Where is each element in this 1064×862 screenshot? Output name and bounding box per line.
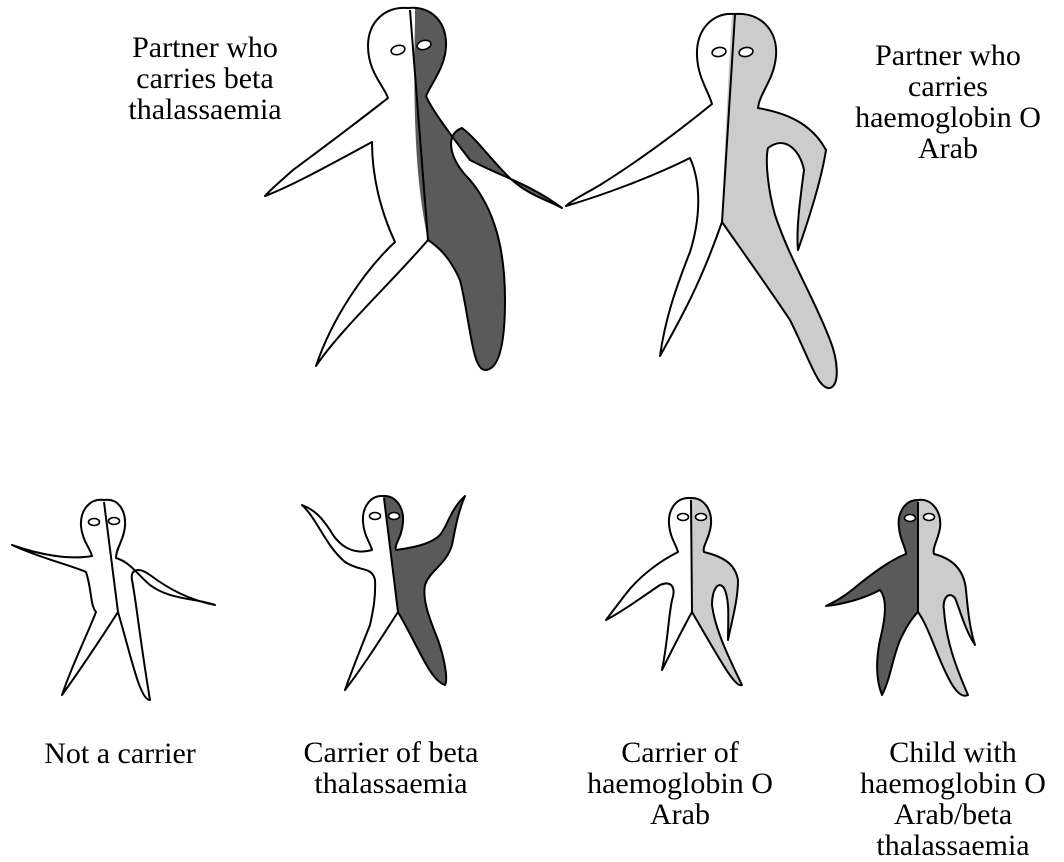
parent-2-label: Partner who carries haemoglobin O Arab [838, 40, 1058, 164]
child-3-label-line: haemoglobin O [570, 768, 790, 799]
parent-figure-beta-thalassaemia [265, 8, 562, 370]
child-4-label-line: Child with [842, 737, 1064, 768]
child-2-label: Carrier of beta thalassaemia [286, 737, 496, 799]
child-figure-beta-carrier [302, 496, 465, 690]
child-4-label-line: Arab/beta [842, 799, 1064, 830]
child-1-label-line: Not a carrier [20, 738, 220, 769]
child-4-label-line: haemoglobin O [842, 768, 1064, 799]
parent-1-label: Partner who carries beta thalassaemia [110, 32, 300, 125]
child-3-label-line: Arab [570, 799, 790, 830]
parent-1-label-line: thalassaemia [110, 94, 300, 125]
child-1-label: Not a carrier [20, 738, 220, 769]
child-figure-o-arab-carrier [606, 498, 742, 685]
child-4-label-line: thalassaemia [842, 830, 1064, 861]
parent-1-right-half [408, 8, 562, 370]
child-figure-o-arab-beta [826, 500, 975, 696]
child-2-label-line: Carrier of beta [286, 737, 496, 768]
parent-2-right-half [722, 14, 837, 388]
child-3-label-line: Carrier of [570, 737, 790, 768]
child-3-left-half [606, 498, 692, 670]
parent-2-left-half [566, 14, 735, 356]
parent-1-label-line: carries beta [110, 63, 300, 94]
parent-figure-haemoglobin-o-arab [566, 14, 837, 388]
child-1-left-half [12, 500, 118, 695]
parent-2-label-line: Partner who [838, 40, 1058, 71]
parent-2-label-line: Arab [838, 133, 1058, 164]
parent-2-label-line: carries [838, 71, 1058, 102]
child-figure-not-a-carrier [12, 500, 215, 700]
child-4-label: Child with haemoglobin O Arab/beta thala… [842, 737, 1064, 861]
child-3-right-half [690, 498, 742, 685]
parent-1-label-line: Partner who [110, 32, 300, 63]
child-2-label-line: thalassaemia [286, 768, 496, 799]
child-3-label: Carrier of haemoglobin O Arab [570, 737, 790, 830]
parent-2-label-line: haemoglobin O [838, 102, 1058, 133]
